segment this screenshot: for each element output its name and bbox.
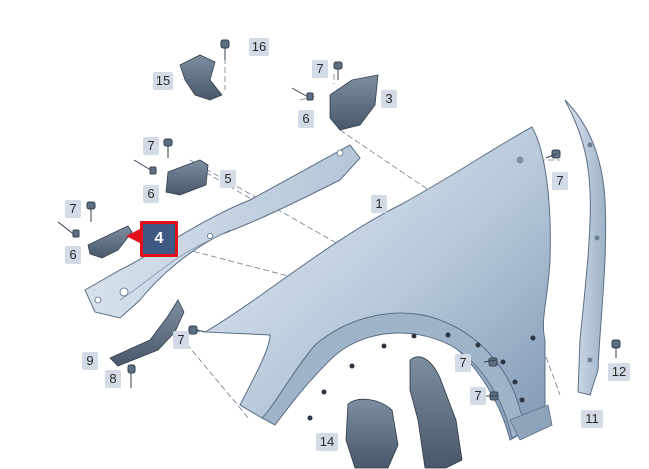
label-top-bolt: 16 xyxy=(249,38,269,56)
bolt-7-arch xyxy=(488,357,498,367)
fender-lower-tab xyxy=(509,404,553,441)
fasteners xyxy=(57,39,621,401)
shield-left xyxy=(345,398,399,469)
bolt-7-lower xyxy=(188,325,198,335)
label-rear-bracket: 15 xyxy=(153,72,173,90)
strip-holes xyxy=(587,142,600,363)
bolt-7-top xyxy=(333,61,343,70)
bolt-7-mid xyxy=(163,138,173,147)
seal-strip xyxy=(564,99,607,396)
clip-12 xyxy=(611,339,621,349)
rail-holes xyxy=(94,149,344,304)
label-seal-strip: 11 xyxy=(581,410,603,428)
support-rail xyxy=(84,144,361,319)
front-bracket xyxy=(87,225,133,259)
label-fender: 1 xyxy=(371,195,387,213)
label-screw-top: 6 xyxy=(298,110,314,128)
bolt-7-front xyxy=(86,201,96,210)
label-front-bracket-highlight[interactable]: 4 xyxy=(140,221,178,257)
label-shield: 14 xyxy=(316,433,338,451)
label-bolt-lower: 7 xyxy=(173,331,189,349)
mid-bracket xyxy=(165,159,209,196)
label-bolt-top: 7 xyxy=(312,60,328,78)
bolt-16 xyxy=(220,39,230,49)
label-upper-bracket: 3 xyxy=(381,90,397,108)
upper-bracket xyxy=(329,74,379,131)
label-bolt-mid: 7 xyxy=(143,137,159,155)
shield-right xyxy=(409,356,463,469)
rear-bracket xyxy=(179,54,223,101)
label-screw-front: 6 xyxy=(65,246,81,264)
rail-crease xyxy=(119,229,231,301)
label-bolt-right: 7 xyxy=(552,172,568,190)
label-clip: 12 xyxy=(608,363,630,381)
label-bolt-front: 7 xyxy=(65,200,81,218)
label-bolt-arch-low: 7 xyxy=(470,387,486,405)
label-lower-bracket: 9 xyxy=(82,352,98,370)
label-screw-mid: 6 xyxy=(143,185,159,203)
arch-holes xyxy=(307,156,536,421)
bolt-8 xyxy=(127,364,136,374)
label-mid-bracket: 5 xyxy=(220,170,236,188)
label-lower-bolt: 8 xyxy=(105,370,121,388)
lower-bracket xyxy=(109,299,185,367)
label-bolt-arch: 7 xyxy=(455,354,471,372)
